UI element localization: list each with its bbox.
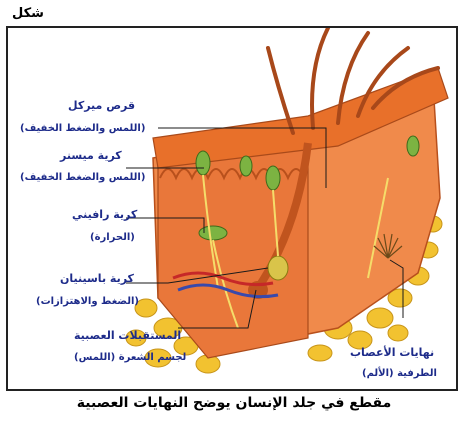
label-merkel-title: قرص ميركل — [68, 99, 136, 112]
pacinian-corpuscle — [267, 255, 289, 281]
hair-shafts — [266, 28, 440, 135]
ruffini-corpuscle — [198, 225, 228, 241]
skin-cross-section-illustration — [125, 28, 449, 374]
label-pacinian-title: كرية باسينيان — [60, 272, 134, 285]
label-merkel-sub: (اللمس والضغط الخفيف) — [20, 123, 146, 134]
dermal-papillae — [159, 168, 305, 181]
leader-lines — [126, 127, 404, 329]
figure-caption: مقطع في جلد الإنسان يوضح النهايات العصبي… — [76, 395, 392, 411]
figure-label: شكل — [12, 6, 44, 21]
label-free-endings-sub: الطرفية (الألم) — [362, 368, 437, 379]
label-free-endings-title: نهايات الأعصاب — [350, 346, 435, 359]
label-meissner-sub: (اللمس والضغط الخفيف) — [20, 172, 146, 183]
label-hair-receptors-title: المستقبلات العصبية — [74, 329, 182, 342]
hair-follicle — [254, 142, 312, 291]
label-ruffini-title: كرية رافيني — [72, 208, 138, 221]
label-ruffini-sub: (الحرارة) — [90, 232, 135, 243]
label-pacinian-sub: (الضغط والاهتزازات) — [36, 296, 139, 307]
label-meissner-title: كرية ميسنر — [60, 149, 122, 162]
free-nerve-endings — [373, 233, 403, 259]
diagram-frame: قرص ميركل (اللمس والضغط الخفيف) كرية ميس… — [6, 26, 458, 391]
meissner-corpuscles — [195, 135, 420, 191]
label-hair-receptors-sub: لجسم الشعرة (اللمس) — [74, 352, 187, 363]
